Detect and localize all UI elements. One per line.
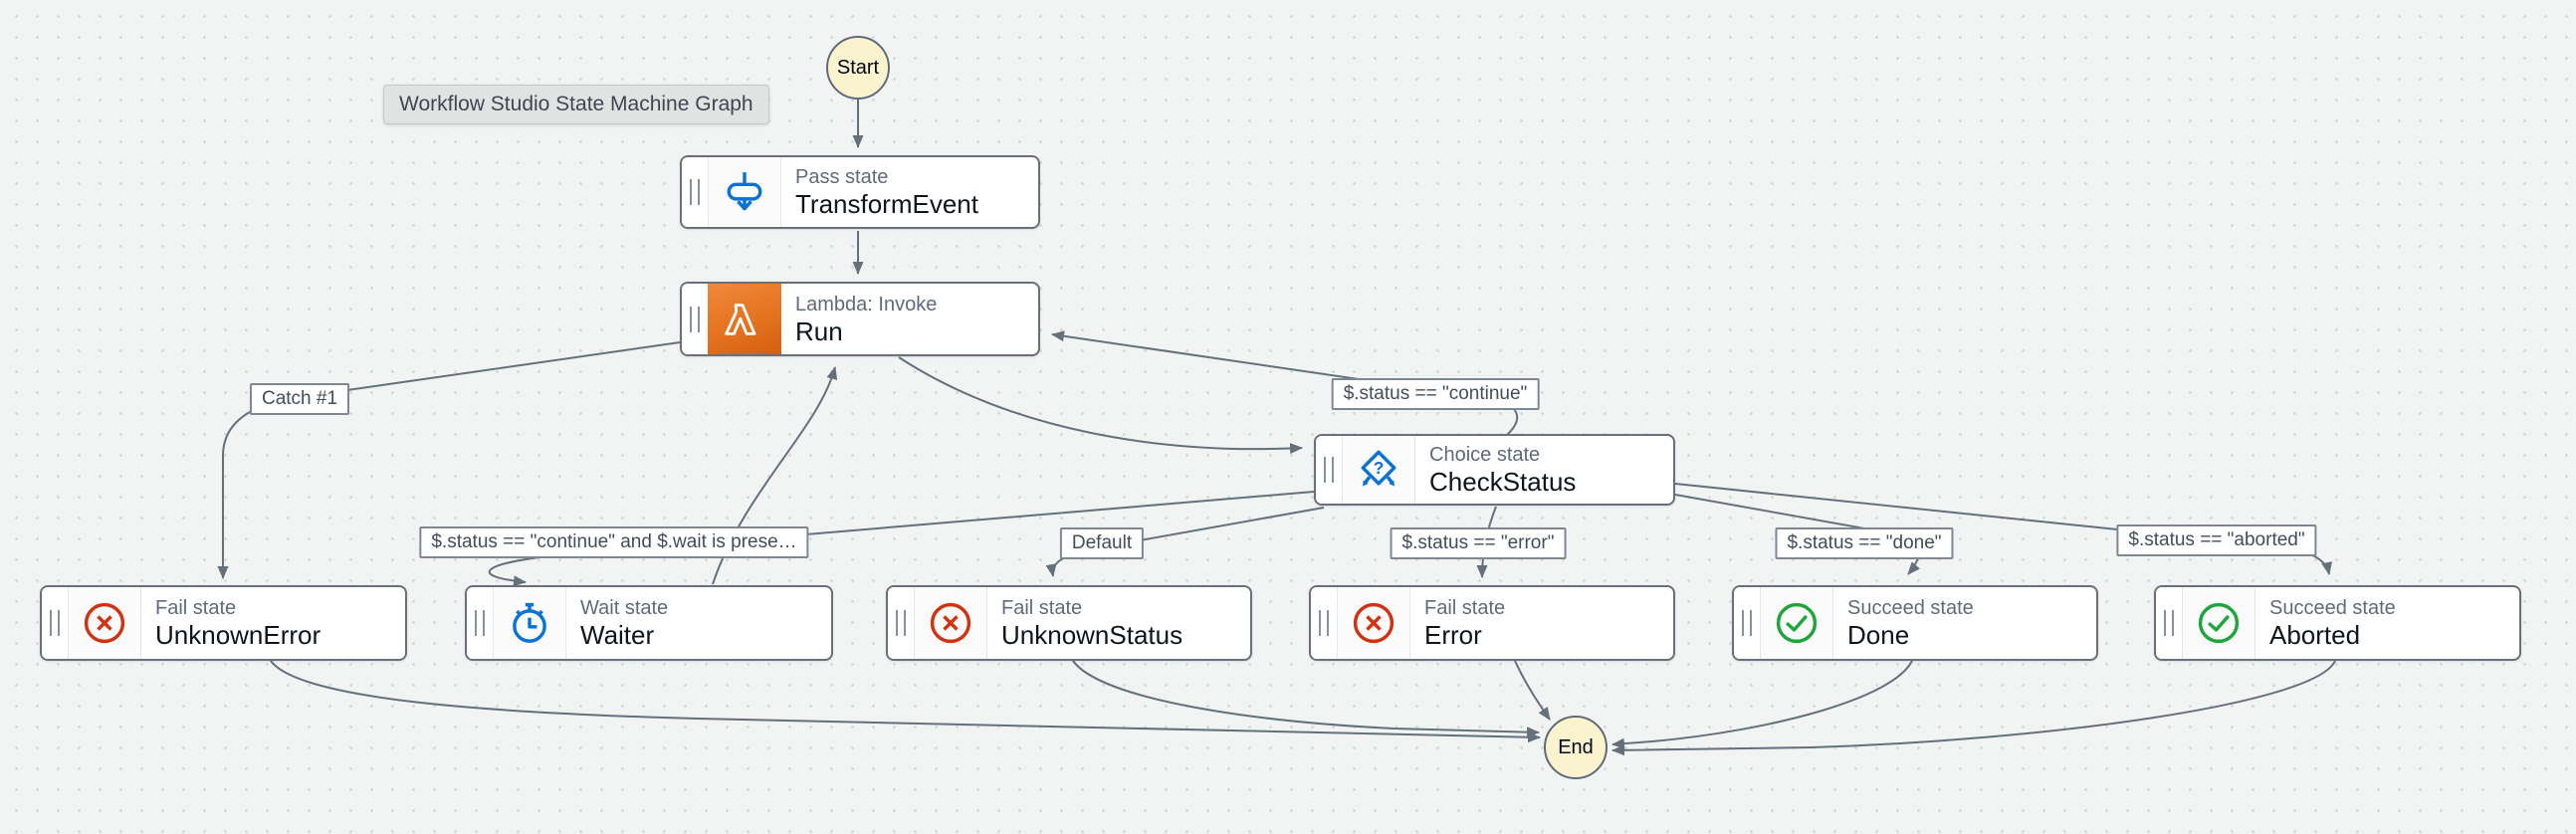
drag-handle[interactable] (42, 587, 68, 659)
edge-label-error: $.status == "error" (1390, 527, 1567, 559)
edge-label-continue: $.status == "continue" (1331, 378, 1540, 410)
edge-run-checkstatus (898, 356, 1303, 455)
state-type-label: Pass state (795, 166, 889, 188)
drag-handle[interactable] (682, 284, 708, 354)
state-name: Error (1424, 620, 1482, 650)
state-name: Waiter (580, 620, 655, 650)
state-type-label: Fail state (155, 597, 237, 619)
svg-text:?: ? (1374, 458, 1385, 478)
state-type-label: Lambda: Invoke (795, 293, 938, 315)
lambda-icon (708, 284, 781, 354)
state-type-label: Succeed state (1847, 597, 1974, 619)
start-node: Start (826, 36, 890, 100)
succeed-icon (2182, 587, 2255, 659)
state-node-done[interactable]: Succeed state Done (1732, 585, 2098, 661)
graph-tooltip: Workflow Studio State Machine Graph (383, 85, 769, 124)
drag-handle[interactable] (682, 157, 708, 227)
end-node: End (1544, 716, 1608, 779)
pass-icon (708, 157, 781, 227)
state-name: CheckStatus (1429, 467, 1577, 497)
drag-handle[interactable] (1311, 587, 1337, 659)
edge-label-continue-wait: $.status == "continue" and $.wait is pre… (419, 526, 809, 558)
edge-label-done: $.status == "done" (1775, 527, 1954, 559)
succeed-icon (1760, 587, 1833, 659)
state-type-label: Wait state (580, 597, 669, 619)
state-name: Done (1847, 620, 1910, 650)
state-node-checkstatus[interactable]: ? Choice state CheckStatus (1314, 434, 1675, 506)
edge-label-catch-1: Catch #1 (249, 383, 350, 415)
wait-icon (493, 587, 566, 659)
edge-unknownerror-end (270, 660, 1541, 743)
edge-done-end (1611, 660, 1913, 749)
state-node-unknownstatus[interactable]: Fail state UnknownStatus (886, 585, 1252, 661)
state-node-error[interactable]: Fail state Error (1309, 585, 1675, 661)
state-node-run[interactable]: Lambda: Invoke Run (680, 282, 1040, 356)
fail-icon (68, 587, 141, 659)
edge-label-default: Default (1059, 527, 1145, 559)
drag-handle[interactable] (888, 587, 914, 659)
drag-handle[interactable] (467, 587, 493, 659)
state-node-transformevent[interactable]: Pass state TransformEvent (680, 155, 1040, 229)
state-name: Run (795, 315, 843, 346)
state-node-aborted[interactable]: Succeed state Aborted (2154, 585, 2521, 661)
state-node-waiter[interactable]: Wait state Waiter (465, 585, 833, 661)
choice-icon: ? (1342, 436, 1415, 504)
state-type-label: Choice state (1429, 444, 1541, 466)
edge-error-end (1514, 660, 1551, 721)
edge-unknownstatus-end (1072, 660, 1540, 738)
state-name: UnknownError (155, 620, 322, 650)
edge-aborted-end (1611, 660, 2336, 756)
state-type-label: Fail state (1424, 597, 1506, 619)
state-type-label: Succeed state (2269, 597, 2396, 619)
drag-handle[interactable] (1316, 436, 1342, 504)
state-name: UnknownStatus (1001, 620, 1183, 650)
state-type-label: Fail state (1001, 597, 1083, 619)
state-name: TransformEvent (795, 189, 978, 219)
state-node-unknownerror[interactable]: Fail state UnknownError (40, 585, 407, 661)
state-name: Aborted (2269, 620, 2361, 650)
drag-handle[interactable] (1734, 587, 1760, 659)
fail-icon (1337, 587, 1410, 659)
edge-label-aborted: $.status == "aborted" (2116, 524, 2317, 556)
drag-handle[interactable] (2156, 587, 2182, 659)
fail-icon (914, 587, 987, 659)
